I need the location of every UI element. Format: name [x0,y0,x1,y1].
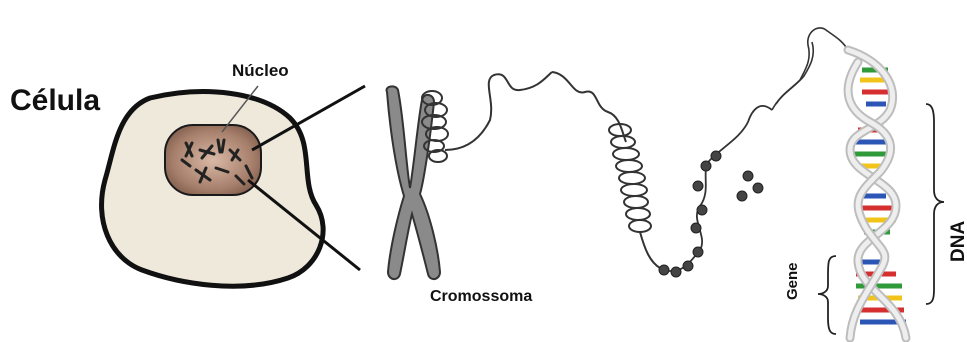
chromatin-loops [422,72,552,162]
cell-label: Célula [10,84,100,118]
dna-strand-upper [772,28,848,110]
gene-label: Gene [784,262,801,300]
nucleus [165,125,261,195]
dna-brace [926,104,944,304]
chromatin-solenoid [552,72,660,268]
nucleus-label: Núcleo [232,61,289,81]
gene-brace [818,256,836,334]
dna-label: DNA [948,221,967,262]
nucleosomes [659,106,772,277]
chromosome-label: Cromossoma [430,288,532,306]
dna-helix [848,50,906,338]
